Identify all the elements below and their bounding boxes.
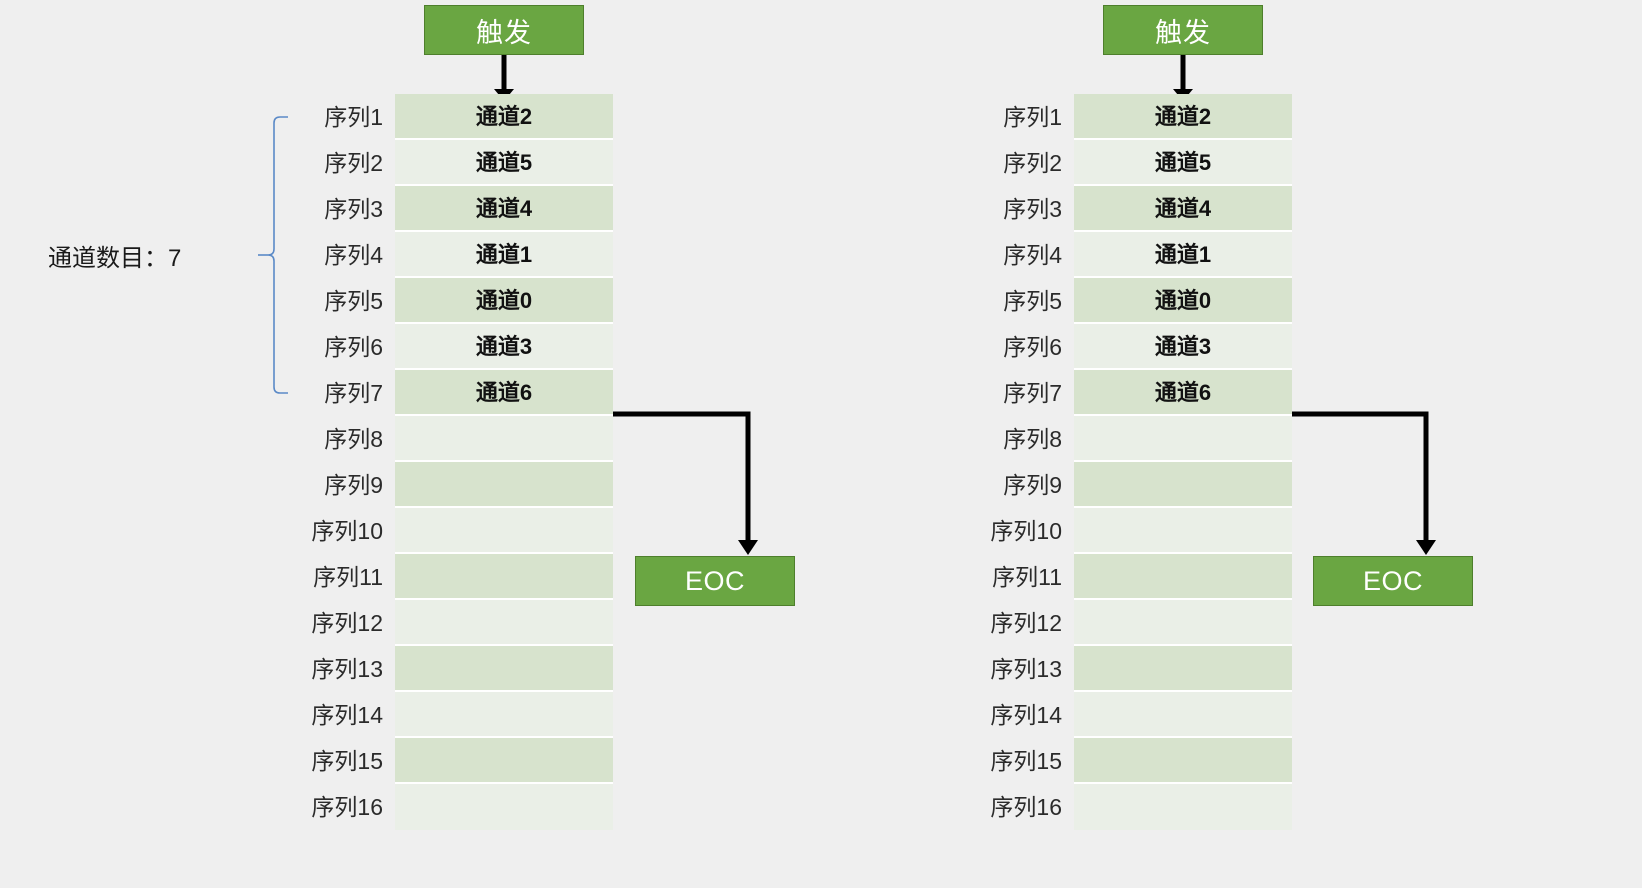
- channel-row[interactable]: 通道0: [1074, 278, 1292, 324]
- channel-row[interactable]: 通道6: [1074, 370, 1292, 416]
- sequence-label: 序列13: [311, 656, 383, 682]
- sequence-label: 序列2: [324, 150, 383, 176]
- sequence-label: 序列7: [1003, 380, 1062, 406]
- channel-row[interactable]: [395, 416, 613, 462]
- sequence-label: 序列10: [990, 518, 1062, 544]
- channel-row[interactable]: [1074, 508, 1292, 554]
- sequence-label: 序列6: [1003, 334, 1062, 360]
- channel-row[interactable]: [1074, 462, 1292, 508]
- sequence-label-column-left: 序列1 序列2 序列3 序列4 序列5 序列6 序列7 序列8 序列9 序列10 序列11 序列12 序…: [265, 94, 385, 830]
- sequence-label: 序列7: [324, 380, 383, 406]
- channel-row[interactable]: [1074, 554, 1292, 600]
- sequence-label: 序列10: [311, 518, 383, 544]
- sequence-label: 序列5: [1003, 288, 1062, 314]
- trigger-label: 触发: [476, 17, 532, 48]
- sequence-label: 序列11: [313, 564, 383, 590]
- eoc-label: EOC: [684, 565, 745, 596]
- sequence-label: 序列4: [1003, 242, 1062, 268]
- sequence-label: 序列12: [311, 610, 383, 636]
- channel-row[interactable]: [395, 508, 613, 554]
- sequence-label: 序列16: [990, 794, 1062, 820]
- sequence-label: 序列11: [992, 564, 1062, 590]
- channel-row[interactable]: [395, 784, 613, 830]
- sequence-label: 序列3: [324, 196, 383, 222]
- sequence-label: 序列6: [324, 334, 383, 360]
- channel-row[interactable]: 通道6: [395, 370, 613, 416]
- sequence-label: 序列3: [1003, 196, 1062, 222]
- sequence-label: 序列14: [990, 702, 1062, 728]
- channel-row[interactable]: [1074, 784, 1292, 830]
- sequence-label: 序列14: [311, 702, 383, 728]
- sequence-label: 序列1: [324, 104, 383, 130]
- channel-row[interactable]: 通道0: [395, 278, 613, 324]
- channel-row[interactable]: 通道3: [395, 324, 613, 370]
- channel-row[interactable]: 通道2: [395, 94, 613, 140]
- channel-row[interactable]: [1074, 646, 1292, 692]
- eoc-label: EOC: [1362, 565, 1423, 596]
- channel-row[interactable]: 通道1: [395, 232, 613, 278]
- sequence-label: 序列9: [1003, 472, 1062, 498]
- channel-row[interactable]: [1074, 738, 1292, 784]
- sequence-label-column-right: 序列1 序列2 序列3 序列4 序列5 序列6 序列7 序列8 序列9 序列10 序列11 序列12 序…: [944, 94, 1064, 830]
- sequence-label: 序列12: [990, 610, 1062, 636]
- channel-row[interactable]: 通道2: [1074, 94, 1292, 140]
- sequence-label: 序列1: [1003, 104, 1062, 130]
- channel-row[interactable]: 通道5: [395, 140, 613, 186]
- channel-group-brace: [258, 116, 288, 394]
- trigger-label: 触发: [1155, 17, 1211, 48]
- sequence-label: 序列8: [324, 426, 383, 452]
- sequence-label: 序列15: [990, 748, 1062, 774]
- trigger-box-right[interactable]: 触发: [1103, 5, 1263, 55]
- channel-row[interactable]: 通道1: [1074, 232, 1292, 278]
- channel-row[interactable]: [395, 646, 613, 692]
- channel-row[interactable]: [395, 462, 613, 508]
- channel-row[interactable]: [395, 600, 613, 646]
- eoc-arrow-left: [613, 411, 758, 555]
- channel-row[interactable]: [395, 692, 613, 738]
- sequence-label: 序列5: [324, 288, 383, 314]
- sequence-label: 序列4: [324, 242, 383, 268]
- channel-row[interactable]: [1074, 692, 1292, 738]
- sequence-label: 序列16: [311, 794, 383, 820]
- channel-row[interactable]: [1074, 600, 1292, 646]
- channel-row[interactable]: [395, 554, 613, 600]
- channel-row[interactable]: 通道5: [1074, 140, 1292, 186]
- sequence-label: 序列8: [1003, 426, 1062, 452]
- sequence-label: 序列9: [324, 472, 383, 498]
- channel-row[interactable]: 通道4: [395, 186, 613, 232]
- channel-row[interactable]: [395, 738, 613, 784]
- sequence-label: 序列2: [1003, 150, 1062, 176]
- sequence-label: 序列15: [311, 748, 383, 774]
- channel-row[interactable]: 通道4: [1074, 186, 1292, 232]
- eoc-box-right[interactable]: EOC: [1313, 556, 1473, 606]
- sequence-label: 序列13: [990, 656, 1062, 682]
- channel-count-label: 通道数目：7: [48, 245, 182, 272]
- trigger-box-left[interactable]: 触发: [424, 5, 584, 55]
- eoc-arrow-right: [1292, 411, 1436, 555]
- eoc-box-left[interactable]: EOC: [635, 556, 795, 606]
- channel-row[interactable]: [1074, 416, 1292, 462]
- channel-row[interactable]: 通道3: [1074, 324, 1292, 370]
